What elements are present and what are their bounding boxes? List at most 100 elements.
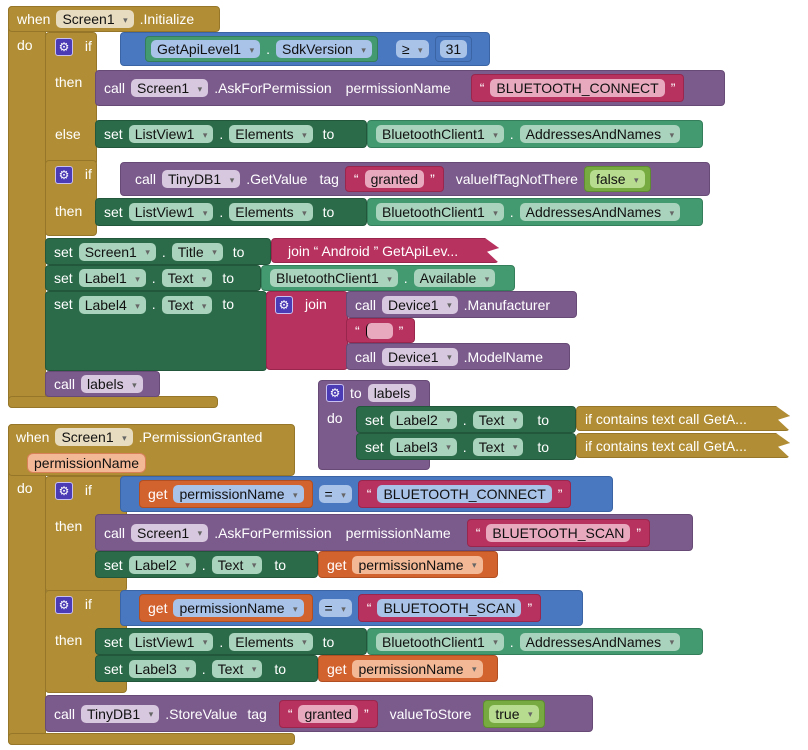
get-variable-block[interactable]: get permissionName: [318, 655, 498, 682]
get-variable-block[interactable]: get permissionName: [318, 551, 498, 578]
property-dropdown[interactable]: Title: [171, 242, 223, 261]
set-listview-elements[interactable]: set ListView1 . Elements to: [95, 120, 367, 148]
property-dropdown[interactable]: Text: [161, 296, 213, 314]
component-dropdown[interactable]: BluetoothClient1: [376, 203, 504, 221]
variable-dropdown[interactable]: permissionName: [173, 485, 304, 503]
call-labels-procedure[interactable]: call labels: [45, 371, 160, 397]
gear-icon[interactable]: ⚙: [55, 166, 73, 184]
text-value[interactable]: BLUETOOTH_SCAN: [377, 599, 522, 617]
component-dropdown[interactable]: BluetoothClient1: [376, 125, 504, 143]
text-value[interactable]: granted: [364, 170, 425, 188]
component-dropdown[interactable]: ListView1: [128, 203, 214, 221]
component-dropdown[interactable]: TinyDB1: [162, 170, 241, 188]
text-value[interactable]: BLUETOOTH_SCAN: [486, 523, 631, 542]
operator-dropdown[interactable]: =: [318, 485, 352, 503]
operator-dropdown[interactable]: =: [318, 599, 352, 617]
getter-block[interactable]: BluetoothClient1 . AddressesAndNames: [367, 628, 703, 655]
component-dropdown[interactable]: BluetoothClient1: [270, 269, 398, 287]
collapsed-if-block[interactable]: if contains text call GetA...: [576, 433, 790, 458]
number-block[interactable]: 31: [434, 36, 473, 62]
property-dropdown[interactable]: Elements: [229, 632, 313, 651]
screen1-initialize-event[interactable]: [8, 6, 46, 408]
boolean-block[interactable]: true: [483, 699, 545, 728]
component-dropdown[interactable]: Label4: [78, 296, 146, 314]
component-dropdown[interactable]: TinyDB1: [81, 704, 160, 723]
number-value[interactable]: 31: [439, 40, 468, 58]
property-dropdown[interactable]: Text: [472, 437, 524, 456]
property-dropdown[interactable]: Elements: [229, 203, 313, 221]
gear-icon[interactable]: ⚙: [275, 296, 293, 314]
property-dropdown[interactable]: Elements: [229, 125, 313, 143]
gear-icon[interactable]: ⚙: [55, 596, 73, 614]
boolean-dropdown[interactable]: false: [589, 170, 645, 188]
get-variable-block[interactable]: get permissionName: [139, 594, 313, 622]
text-block[interactable]: “granted”: [344, 166, 444, 192]
text-value[interactable]: BLUETOOTH_CONNECT: [490, 79, 665, 97]
text-block[interactable]: “BLUETOOTH_CONNECT”: [470, 74, 685, 102]
component-dropdown[interactable]: Device1: [382, 295, 458, 314]
component-dropdown[interactable]: Label3: [389, 437, 457, 456]
getter-block[interactable]: GetApiLevel1 . SdkVersion: [145, 36, 378, 62]
set-listview-elements[interactable]: set ListView1 . Elements to: [95, 628, 367, 655]
space-text-block[interactable]: “”: [346, 318, 415, 343]
boolean-dropdown[interactable]: true: [489, 704, 539, 723]
text-value[interactable]: granted: [298, 704, 358, 723]
component-dropdown[interactable]: Label3: [128, 659, 196, 678]
component-dropdown[interactable]: Screen1: [55, 428, 133, 446]
operator-dropdown[interactable]: ≥: [395, 40, 429, 58]
collapsed-if-block[interactable]: if contains text call GetA...: [576, 406, 790, 431]
tinydb-storevalue-call[interactable]: call TinyDB1 .StoreValue tag “granted” v…: [45, 695, 593, 732]
property-dropdown[interactable]: AddressesAndNames: [519, 125, 681, 143]
text-value[interactable]: BLUETOOTH_CONNECT: [377, 485, 552, 503]
device-manufacturer-call[interactable]: call Device1 .Manufacturer: [346, 291, 577, 318]
collapsed-join-block[interactable]: join “ Android ” GetApiLev...: [271, 238, 499, 263]
variable-dropdown[interactable]: permissionName: [173, 599, 304, 617]
boolean-block[interactable]: false: [583, 166, 651, 192]
ask-permission-call[interactable]: call Screen1 .AskForPermission permissio…: [95, 70, 725, 106]
getter-block[interactable]: BluetoothClient1 . Available: [261, 265, 515, 291]
text-block[interactable]: “BLUETOOTH_SCAN”: [357, 594, 542, 622]
text-block[interactable]: “BLUETOOTH_SCAN”: [466, 518, 651, 547]
component-dropdown[interactable]: Screen1: [56, 10, 134, 28]
text-value[interactable]: [365, 322, 393, 339]
variable-dropdown[interactable]: permissionName: [352, 555, 483, 574]
getter-block[interactable]: BluetoothClient1 . AddressesAndNames: [367, 198, 703, 226]
property-dropdown[interactable]: Text: [211, 659, 263, 678]
compare-block[interactable]: GetApiLevel1 . SdkVersion ≥ 31: [120, 32, 490, 66]
component-dropdown[interactable]: Label1: [78, 269, 146, 287]
gear-icon[interactable]: ⚙: [326, 384, 344, 402]
set-label2-text[interactable]: set Label2 . Text to: [356, 406, 576, 433]
component-dropdown[interactable]: Screen1: [78, 242, 156, 261]
gear-icon[interactable]: ⚙: [55, 38, 73, 56]
ask-permission-call[interactable]: call Screen1 .AskForPermission permissio…: [95, 514, 693, 551]
set-label3-text[interactable]: set Label3 . Text to: [356, 433, 576, 460]
component-dropdown[interactable]: Screen1: [131, 79, 209, 97]
event-parameter[interactable]: permissionName: [27, 453, 147, 473]
tinydb-getvalue-call[interactable]: call TinyDB1 .GetValue tag “granted” val…: [120, 162, 710, 196]
component-dropdown[interactable]: GetApiLevel1: [151, 40, 261, 58]
gear-icon[interactable]: ⚙: [55, 482, 73, 500]
component-dropdown[interactable]: Label2: [389, 410, 457, 429]
set-listview-elements[interactable]: set ListView1 . Elements to: [95, 198, 367, 226]
component-dropdown[interactable]: Screen1: [131, 523, 209, 542]
component-dropdown[interactable]: BluetoothClient1: [376, 632, 504, 651]
compare-block[interactable]: get permissionName = “BLUETOOTH_SCAN”: [120, 590, 583, 626]
device-modelname-call[interactable]: call Device1 .ModelName: [346, 343, 570, 370]
get-variable-block[interactable]: get permissionName: [139, 480, 313, 508]
component-dropdown[interactable]: ListView1: [128, 125, 214, 143]
set-label1-text[interactable]: set Label1 . Text to: [45, 265, 261, 291]
property-dropdown[interactable]: AddressesAndNames: [519, 632, 681, 651]
property-dropdown[interactable]: AddressesAndNames: [519, 203, 681, 221]
component-dropdown[interactable]: Label2: [128, 555, 196, 574]
set-screen-title[interactable]: set Screen1 . Title to: [45, 238, 271, 265]
property-dropdown[interactable]: Available: [413, 269, 496, 287]
join-block[interactable]: ⚙ join: [266, 291, 348, 370]
event-header[interactable]: when Screen1 .Initialize: [8, 6, 220, 32]
set-label4-text[interactable]: set Label4 . Text to: [45, 291, 267, 371]
component-dropdown[interactable]: Device1: [382, 347, 458, 366]
component-dropdown[interactable]: ListView1: [128, 632, 214, 651]
property-dropdown[interactable]: Text: [161, 269, 213, 287]
text-block[interactable]: “granted”: [278, 699, 378, 728]
procedure-dropdown[interactable]: labels: [81, 375, 143, 393]
compare-block[interactable]: get permissionName = “BLUETOOTH_CONNECT”: [120, 476, 613, 512]
